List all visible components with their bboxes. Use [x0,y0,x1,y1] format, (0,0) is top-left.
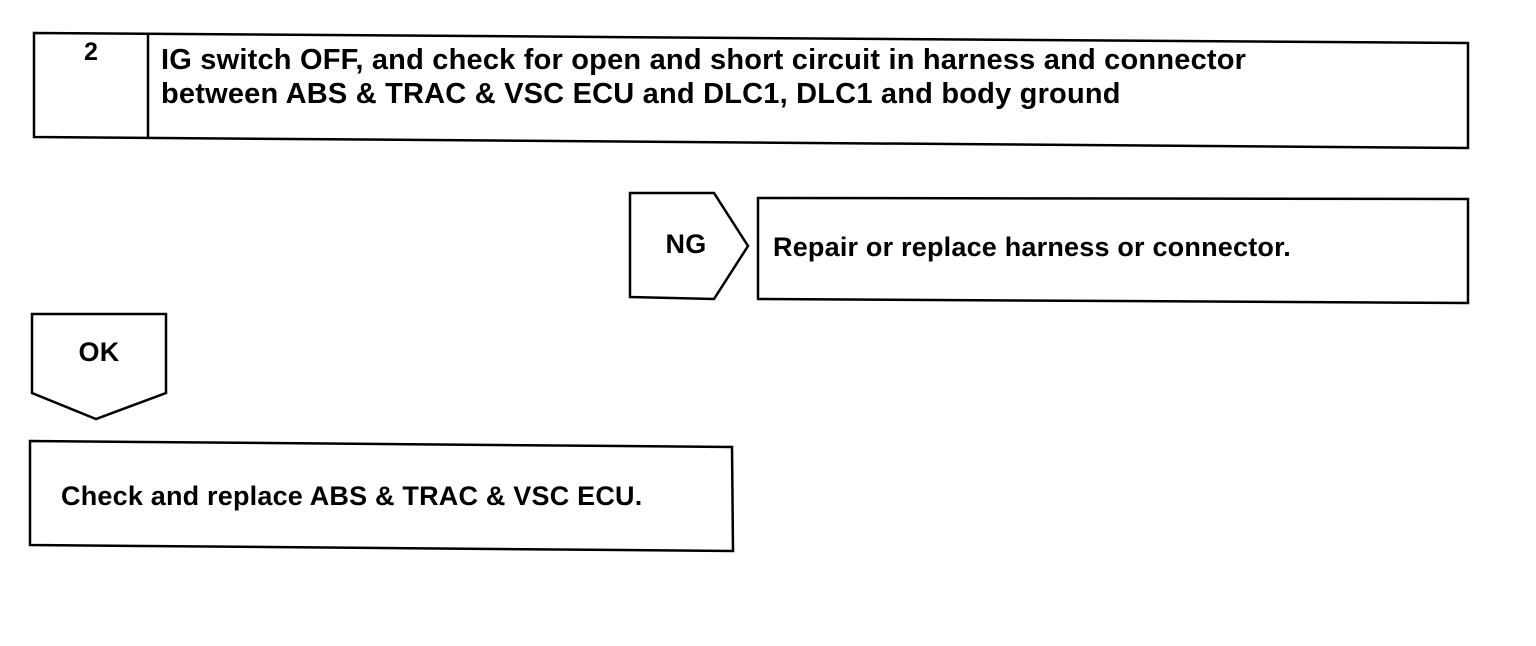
ng-result-box [756,196,1470,305]
step-title: IG switch OFF, and check for open and sh… [161,43,1246,111]
ok-arrow-shape [30,312,168,421]
ok-label: OK [78,337,120,367]
ok-action-text: Check and replace ABS & TRAC & VSC ECU. [61,481,643,511]
step-box [32,31,1470,150]
ok-result-box [28,439,735,553]
ng-label: NG [665,229,707,259]
step-title-line-1: IG switch OFF, and check for open and sh… [161,44,1247,76]
ng-arrow-shape [628,191,750,301]
step-title-line-2: between ABS & TRAC & VSC ECU and DLC1, D… [161,78,1121,110]
step-number: 2 [83,38,99,66]
ng-action-text: Repair or replace harness or connector. [773,232,1291,262]
